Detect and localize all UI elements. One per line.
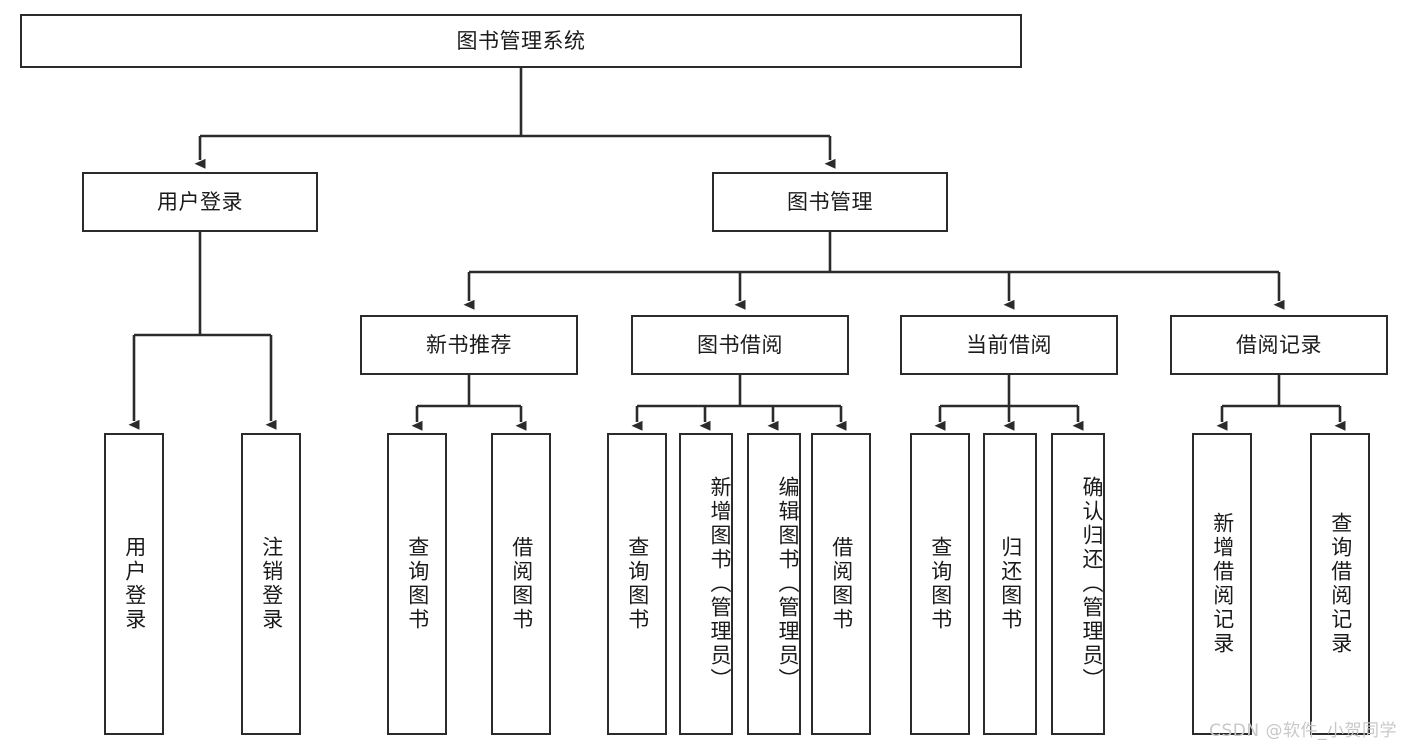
node-current-borrow-label: 当前借阅 <box>966 332 1052 357</box>
node-leaf-query-book-3-label: 查询图书 <box>928 536 953 632</box>
node-book-borrow-label: 图书借阅 <box>697 332 783 357</box>
node-user-login-label: 用户登录 <box>157 189 243 214</box>
node-leaf-query-book-2[interactable]: 查询图书 <box>607 433 667 735</box>
node-leaf-confirm-return[interactable]: 确认归还（管理员） <box>1051 433 1105 735</box>
node-leaf-add-book-label: 新增图书（管理员） <box>708 476 732 692</box>
node-current-borrow[interactable]: 当前借阅 <box>900 315 1118 375</box>
node-leaf-user-login[interactable]: 用户登录 <box>104 433 164 735</box>
node-borrow-record[interactable]: 借阅记录 <box>1170 315 1388 375</box>
node-leaf-add-record-label: 新增借阅记录 <box>1210 512 1235 656</box>
node-new-book-recommend[interactable]: 新书推荐 <box>360 315 578 375</box>
node-root-label: 图书管理系统 <box>456 28 586 53</box>
node-leaf-query-book-1-label: 查询图书 <box>405 536 430 632</box>
node-leaf-edit-book-label: 编辑图书（管理员） <box>776 476 800 692</box>
node-leaf-borrow-book-1-label: 借阅图书 <box>509 536 534 632</box>
node-leaf-borrow-book-1[interactable]: 借阅图书 <box>491 433 551 735</box>
node-user-login[interactable]: 用户登录 <box>82 172 318 232</box>
node-leaf-return-book-label: 归还图书 <box>998 536 1023 632</box>
node-leaf-user-logout[interactable]: 注销登录 <box>241 433 301 735</box>
node-leaf-add-book[interactable]: 新增图书（管理员） <box>679 433 733 735</box>
node-leaf-borrow-book-2-label: 借阅图书 <box>829 536 854 632</box>
node-leaf-user-logout-label: 注销登录 <box>259 536 284 632</box>
node-leaf-add-record[interactable]: 新增借阅记录 <box>1192 433 1252 735</box>
node-root[interactable]: 图书管理系统 <box>20 14 1022 68</box>
node-leaf-borrow-book-2[interactable]: 借阅图书 <box>811 433 871 735</box>
node-leaf-query-record-label: 查询借阅记录 <box>1328 512 1353 656</box>
node-leaf-query-book-3[interactable]: 查询图书 <box>910 433 970 735</box>
node-book-borrow[interactable]: 图书借阅 <box>631 315 849 375</box>
node-leaf-return-book[interactable]: 归还图书 <box>983 433 1037 735</box>
node-borrow-record-label: 借阅记录 <box>1236 332 1322 357</box>
node-leaf-confirm-return-label: 确认归还（管理员） <box>1080 476 1104 692</box>
node-book-manage-label: 图书管理 <box>787 189 873 214</box>
node-leaf-query-record[interactable]: 查询借阅记录 <box>1310 433 1370 735</box>
node-leaf-edit-book[interactable]: 编辑图书（管理员） <box>747 433 801 735</box>
node-book-manage[interactable]: 图书管理 <box>712 172 948 232</box>
csdn-watermark: CSDN @软件_小贺同学 <box>1209 721 1397 741</box>
node-leaf-query-book-2-label: 查询图书 <box>625 536 650 632</box>
node-leaf-user-login-label: 用户登录 <box>122 536 147 632</box>
node-leaf-query-book-1[interactable]: 查询图书 <box>387 433 447 735</box>
node-new-book-recommend-label: 新书推荐 <box>426 332 512 357</box>
